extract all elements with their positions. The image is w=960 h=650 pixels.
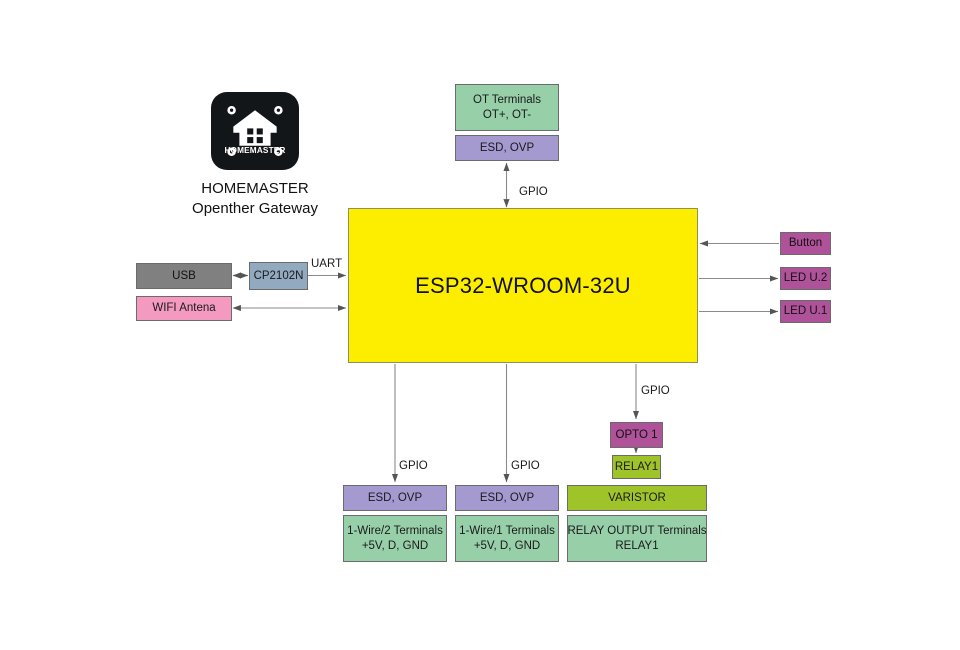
node-onewire1-terminals[interactable]: 1-Wire/1 Terminals +5V, D, GND [455, 515, 559, 562]
relay1-label: RELAY1 [614, 460, 659, 473]
ot-terminals-line1: OT Terminals [473, 94, 541, 107]
mcu-label: ESP32-WROOM-32U [415, 272, 631, 298]
node-relay-output-terminals[interactable]: RELAY OUTPUT Terminals RELAY1 [567, 515, 707, 562]
wifi-antenna-label: WIFI Antena [152, 302, 216, 315]
node-varistor[interactable]: VARISTOR [567, 485, 707, 511]
node-led-u1[interactable]: LED U.1 [780, 300, 831, 323]
led-u2-label: LED U.2 [783, 272, 828, 285]
homemaster-chip-house-logo-icon: HOMEMASTER [211, 92, 299, 170]
node-esp32-wroom-32u[interactable]: ESP32-WROOM-32U [348, 208, 698, 363]
onewire2-terminals-line2: +5V, D, GND [361, 539, 429, 552]
onewire1-esd-ovp-label: ESD, OVP [479, 491, 535, 504]
wire-label-gpio-ot: GPIO [519, 186, 548, 198]
node-usb[interactable]: USB [136, 263, 232, 289]
ot-esd-ovp-label: ESD, OVP [479, 141, 535, 154]
wire-label-gpio-onewire2: GPIO [399, 460, 428, 472]
node-onewire2-esd-ovp[interactable]: ESD, OVP [343, 485, 447, 511]
led-u1-label: LED U.1 [783, 305, 828, 318]
wire-label-gpio-relay: GPIO [641, 385, 670, 397]
opto1-label: OPTO 1 [615, 428, 658, 441]
node-relay1[interactable]: RELAY1 [612, 455, 661, 479]
wire-label-gpio-onewire1: GPIO [511, 460, 540, 472]
node-onewire2-terminals[interactable]: 1-Wire/2 Terminals +5V, D, GND [343, 515, 447, 562]
node-opto1[interactable]: OPTO 1 [610, 422, 663, 448]
logo-artwork: HOMEMASTER [211, 94, 299, 168]
svg-text:HOMEMASTER: HOMEMASTER [224, 146, 285, 155]
relay-output-terminals-line1: RELAY OUTPUT Terminals [567, 525, 707, 538]
button-label: Button [788, 237, 823, 250]
node-onewire1-esd-ovp[interactable]: ESD, OVP [455, 485, 559, 511]
node-wifi-antenna[interactable]: WIFI Antena [136, 296, 232, 321]
cp2102n-label: CP2102N [253, 269, 304, 282]
node-ot-terminals[interactable]: OT Terminals OT+, OT- [455, 84, 559, 131]
node-led-u2[interactable]: LED U.2 [780, 267, 831, 290]
usb-label: USB [172, 269, 196, 282]
onewire2-terminals-line1: 1-Wire/2 Terminals [347, 525, 443, 538]
brand-block: HOMEMASTER HOMEMASTER Openther Gateway [180, 92, 330, 218]
ot-terminals-line2: OT+, OT- [482, 108, 532, 121]
brand-caption: HOMEMASTER Openther Gateway [192, 180, 318, 217]
onewire1-terminals-line1: 1-Wire/1 Terminals [459, 525, 555, 538]
onewire2-esd-ovp-label: ESD, OVP [367, 491, 423, 504]
onewire1-terminals-line2: +5V, D, GND [473, 539, 541, 552]
node-cp2102n[interactable]: CP2102N [249, 262, 308, 290]
node-ot-esd-ovp[interactable]: ESD, OVP [455, 135, 559, 161]
node-button[interactable]: Button [780, 232, 831, 255]
varistor-label: VARISTOR [608, 491, 666, 504]
wire-label-uart: UART [311, 258, 343, 270]
relay-output-terminals-line2: RELAY1 [615, 539, 659, 552]
